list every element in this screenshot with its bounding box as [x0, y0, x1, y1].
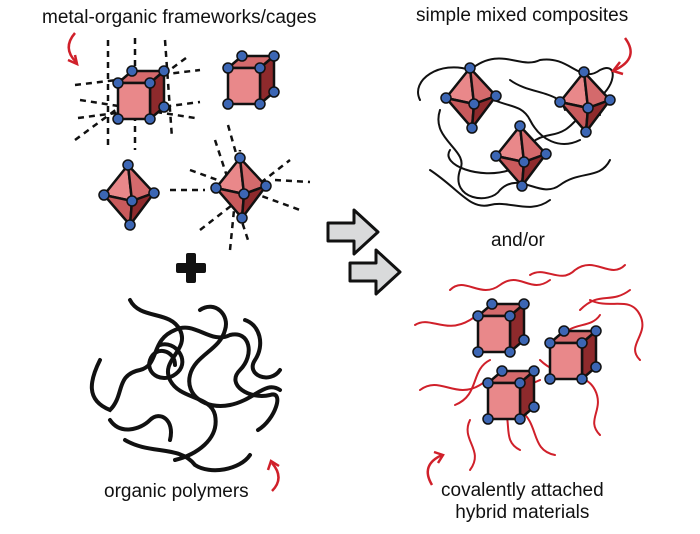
right-arrow-icon	[326, 208, 380, 256]
arrowhead	[610, 61, 624, 76]
hybrid-cube-2	[543, 324, 603, 386]
mof-octahedron-1	[97, 158, 161, 232]
polymer-tangle	[89, 298, 282, 473]
label-and-or: and/or	[491, 230, 545, 251]
label-hybrid-line2: hybrid materials	[455, 502, 590, 523]
mof-cube-2	[221, 49, 281, 111]
mof-octahedron-2	[209, 151, 273, 225]
label-hybrid-line1: covalently attached	[441, 480, 604, 501]
hybrid-polymer-strands	[414, 264, 644, 471]
arrowhead	[433, 450, 445, 464]
label-simple-composites: simple mixed composites	[416, 5, 629, 26]
hybrid-pointer-arrow	[426, 453, 443, 486]
composite-octahedron-2	[553, 65, 617, 139]
composite-octahedron-3	[489, 119, 553, 193]
right-arrow-icon	[348, 248, 402, 296]
hybrid-cube-1	[471, 297, 531, 359]
label-organic-polymers: organic polymers	[104, 481, 249, 502]
polymer-pointer-arrow	[271, 462, 280, 492]
plus-icon	[176, 253, 206, 283]
mof-pointer-arrow	[67, 32, 77, 63]
arrowhead	[266, 459, 280, 471]
label-hybrid-materials: covalently attached hybrid materials	[441, 480, 604, 524]
composite-octahedron-1	[439, 61, 503, 135]
label-mof: metal-organic frameworks/cages	[42, 7, 317, 28]
hybrid-cube-3	[481, 364, 541, 426]
composites-pointer-arrow	[614, 37, 632, 72]
arrowhead	[67, 54, 79, 67]
mof-cube-1	[111, 64, 171, 126]
